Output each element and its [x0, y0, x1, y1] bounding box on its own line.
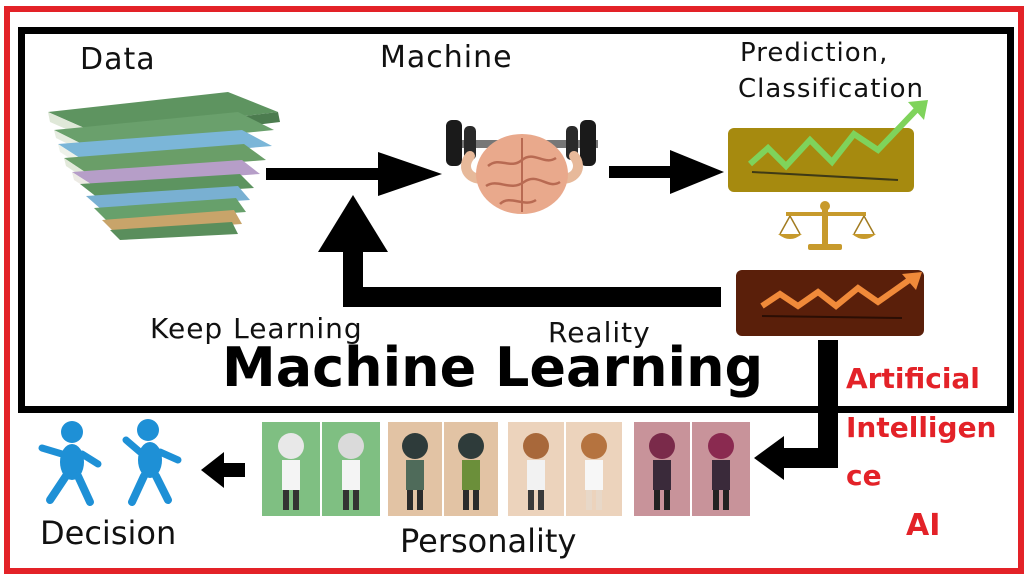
label-prediction: Prediction, [740, 38, 889, 68]
anime-character-icon [262, 422, 750, 516]
arrow-data-to-machine [266, 152, 442, 196]
title-machine-learning: Machine Learning [222, 336, 764, 399]
arrow-to-decision [201, 452, 245, 488]
label-personality: Personality [400, 522, 577, 560]
outer-frame [4, 6, 1024, 574]
zigzag-chart-icon [736, 270, 924, 336]
running-figure-icon [38, 419, 182, 506]
arrow-to-personality [754, 340, 838, 480]
arrow-machine-to-prediction [609, 150, 724, 194]
inner-frame [18, 27, 1014, 413]
label-data: Data [80, 42, 156, 77]
label-reality: Reality [548, 316, 651, 349]
label-keep-learning: Keep Learning [150, 312, 363, 345]
rising-chart-icon [728, 100, 928, 192]
ai-line-1: Artificial [846, 362, 980, 395]
book-stack-icon [48, 92, 280, 240]
ai-line-2: Intelligen [846, 411, 997, 444]
label-decision: Decision [40, 514, 177, 552]
ai-line-4: AI [906, 508, 941, 543]
brain-dumbbell-icon [446, 120, 598, 214]
balance-scale-icon [778, 201, 876, 250]
arrow-feedback-loop [318, 195, 721, 307]
label-classification: Classification [738, 74, 925, 104]
ai-line-3: ce [846, 459, 882, 492]
label-machine: Machine [380, 40, 513, 75]
